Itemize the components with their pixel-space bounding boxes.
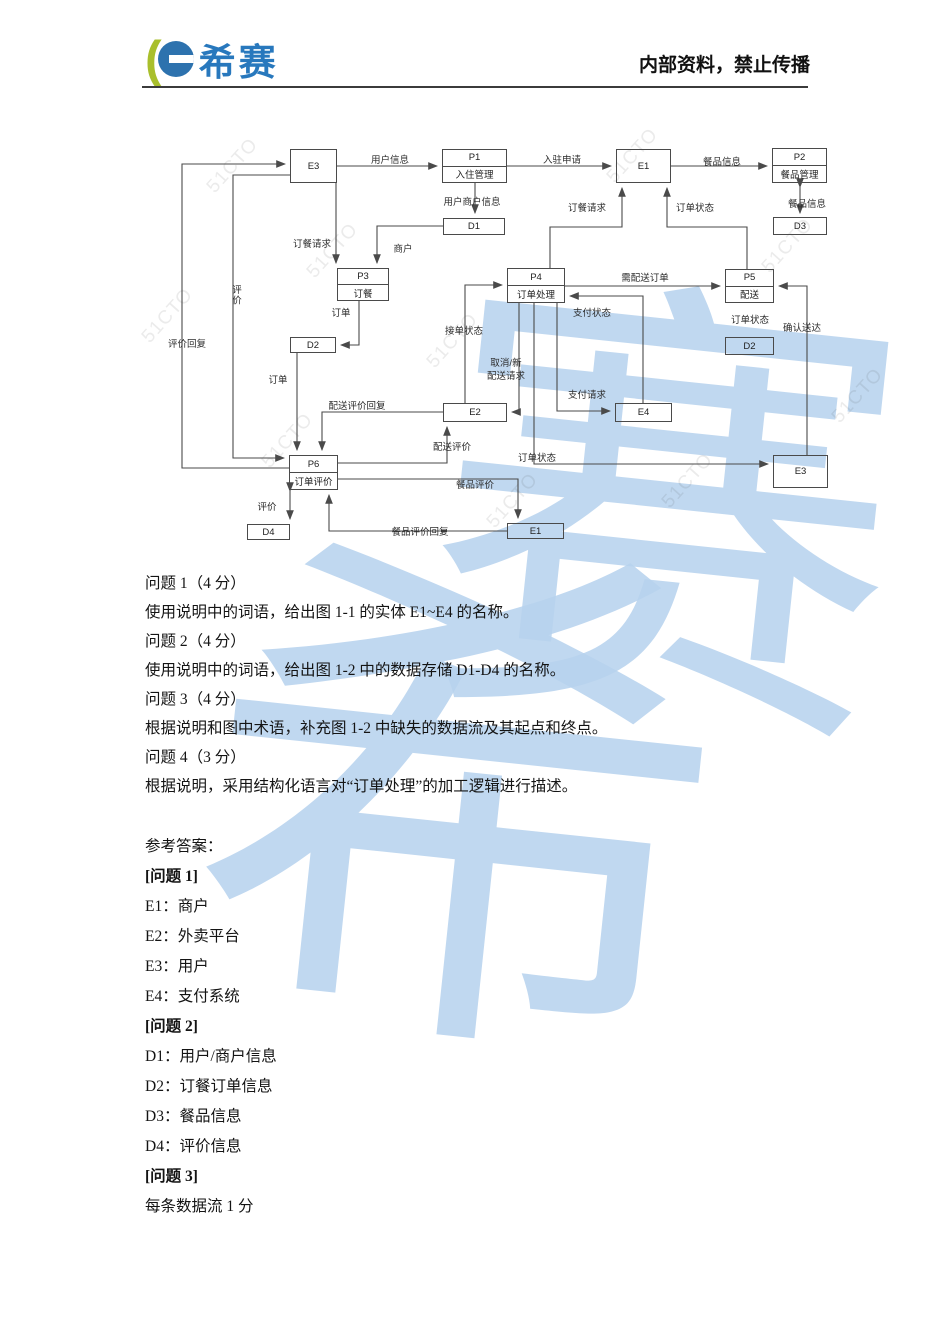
flow-label-merchant: 商户 — [393, 244, 413, 255]
process-p1: P1 入住管理 — [442, 149, 507, 183]
entity-e3-bottom: E3 — [773, 455, 828, 488]
entity-e3-top: E3 — [290, 149, 337, 183]
flow-label-order-status-3: 订单状态 — [730, 315, 770, 326]
flow-arrows — [181, 160, 808, 532]
store-d2-right: D2 — [725, 337, 774, 355]
process-p3-id: P3 — [338, 269, 388, 285]
logo-paren-icon: ( — [145, 31, 162, 87]
process-p5-id: P5 — [726, 270, 773, 287]
answer-e1: E1：商户 — [145, 898, 209, 915]
flow-label-delivery-rating: 配送评价 — [432, 442, 472, 453]
process-p1-name: 入住管理 — [455, 170, 494, 182]
answer-d2: D2：订餐订单信息 — [145, 1078, 273, 1095]
logo-e-icon — [157, 41, 194, 77]
process-p4-id: P4 — [508, 269, 564, 286]
question-1-title: 问题 1（4 分） — [145, 575, 246, 592]
answer-d4: D4：评价信息 — [145, 1138, 242, 1155]
entity-e2: E2 — [443, 403, 507, 422]
dfd-diagram: E3 E1 E2 E4 E3 E1 P1 入住管理 P2 餐品管理 P3 订餐 … — [145, 135, 845, 555]
entity-e1-top: E1 — [616, 149, 671, 183]
question-2-body: 使用说明中的词语，给出图 1-2 中的数据存储 D1-D4 的名称。 — [145, 662, 566, 679]
process-p6-id: P6 — [290, 456, 337, 473]
flow-label-order-request-2: 订餐请求 — [567, 203, 607, 214]
flow-label-cancel-new-2: 配送请求 — [486, 371, 526, 382]
flow-label-order-status-2: 订单状态 — [517, 453, 557, 464]
answer-e2: E2：外卖平台 — [145, 928, 240, 945]
flow-label-delivery-rating-reply: 配送评价回复 — [328, 401, 386, 412]
process-p1-id: P1 — [443, 150, 506, 167]
question-3-body: 根据说明和图中术语，补充图 1-2 中缺失的数据流及其起点和终点。 — [145, 720, 608, 737]
flow-label-need-delivery-order: 需配送订单 — [621, 273, 669, 284]
flow-label-order-1: 订单 — [331, 308, 351, 319]
answers-heading: 参考答案： — [145, 838, 223, 855]
process-p6-name: 订单评价 — [294, 477, 333, 488]
flow-label-rating-store: 评价 — [257, 502, 277, 513]
store-d1: D1 — [443, 218, 505, 235]
question-2-title: 问题 2（4 分） — [145, 633, 246, 650]
flow-label-order-request-1: 订餐请求 — [292, 239, 332, 250]
question-4-title: 问题 4（3 分） — [145, 749, 246, 766]
store-d3: D3 — [773, 217, 827, 235]
entity-e4: E4 — [615, 403, 672, 422]
flow-label-order-2: 订单 — [268, 375, 288, 386]
xisai-logo: ( 希赛 — [145, 32, 279, 86]
answer-e3: E3：用户 — [145, 958, 209, 975]
flow-label-cancel-new-1: 取消/新 — [490, 358, 522, 369]
flow-label-pay-status: 支付状态 — [572, 308, 612, 319]
flow-label-rating: 评价 — [230, 284, 241, 306]
store-d2-left: D2 — [290, 337, 336, 353]
flow-label-food-rating-reply: 餐品评价回复 — [391, 527, 449, 538]
process-p3: P3 订餐 — [337, 268, 389, 301]
question-3-title: 问题 3（4 分） — [145, 691, 246, 708]
flow-label-order-status-1: 订单状态 — [675, 203, 715, 214]
process-p4: P4 订单处理 — [507, 268, 565, 303]
flow-label-food-info-1: 餐品信息 — [702, 157, 742, 168]
flow-label-confirm-delivery: 确认送达 — [782, 323, 822, 334]
answer-q2-header: [问题 2] — [145, 1018, 198, 1035]
question-4-body: 根据说明，采用结构化语言对“订单处理”的加工逻辑进行描述。 — [145, 778, 578, 795]
process-p3-name: 订餐 — [353, 288, 373, 300]
question-1-body: 使用说明中的词语，给出图 1-1 的实体 E1~E4 的名称。 — [145, 604, 519, 621]
answer-q3-note: 每条数据流 1 分 — [145, 1198, 254, 1215]
flow-label-food-rating: 餐品评价 — [455, 480, 495, 491]
process-p2-name: 餐品管理 — [780, 170, 819, 181]
answer-e4: E4：支付系统 — [145, 988, 240, 1005]
page-header: ( 希赛 内部资料，禁止传播 — [142, 30, 810, 88]
flow-label-accept-status: 接单状态 — [444, 326, 484, 337]
header-divider — [142, 86, 808, 88]
store-d4: D4 — [247, 524, 290, 540]
questions-section: 问题 1（4 分） 使用说明中的词语，给出图 1-1 的实体 E1~E4 的名称… — [145, 569, 835, 801]
confidential-notice: 内部资料，禁止传播 — [638, 55, 810, 76]
flow-label-user-merchant-info: 用户商户信息 — [443, 197, 501, 208]
flow-label-user-info: 用户信息 — [370, 155, 410, 166]
logo-brand-text: 希赛 — [198, 42, 279, 83]
process-p5-name: 配送 — [739, 290, 759, 302]
process-p2-id: P2 — [773, 149, 826, 166]
entity-e1-bottom: E1 — [507, 523, 564, 539]
process-p5: P5 配送 — [725, 269, 774, 303]
process-p2: P2 餐品管理 — [772, 148, 827, 183]
process-p4-name: 订单处理 — [516, 290, 555, 301]
flow-label-pay-request: 支付请求 — [567, 390, 607, 401]
flow-label-rating-reply: 评价回复 — [167, 339, 207, 350]
process-p6: P6 订单评价 — [289, 455, 338, 490]
answer-q3-header: [问题 3] — [145, 1168, 198, 1185]
answer-q1-header: [问题 1] — [145, 868, 198, 885]
answers-section: 参考答案： [问题 1] E1：商户 E2：外卖平台 E3：用户 E4：支付系统… — [145, 832, 835, 1222]
flow-label-join-apply: 入驻申请 — [542, 155, 582, 166]
answer-d1: D1：用户/商户信息 — [145, 1048, 277, 1065]
flow-label-food-info-2: 餐品信息 — [787, 199, 827, 210]
answer-d3: D3：餐品信息 — [145, 1108, 242, 1125]
